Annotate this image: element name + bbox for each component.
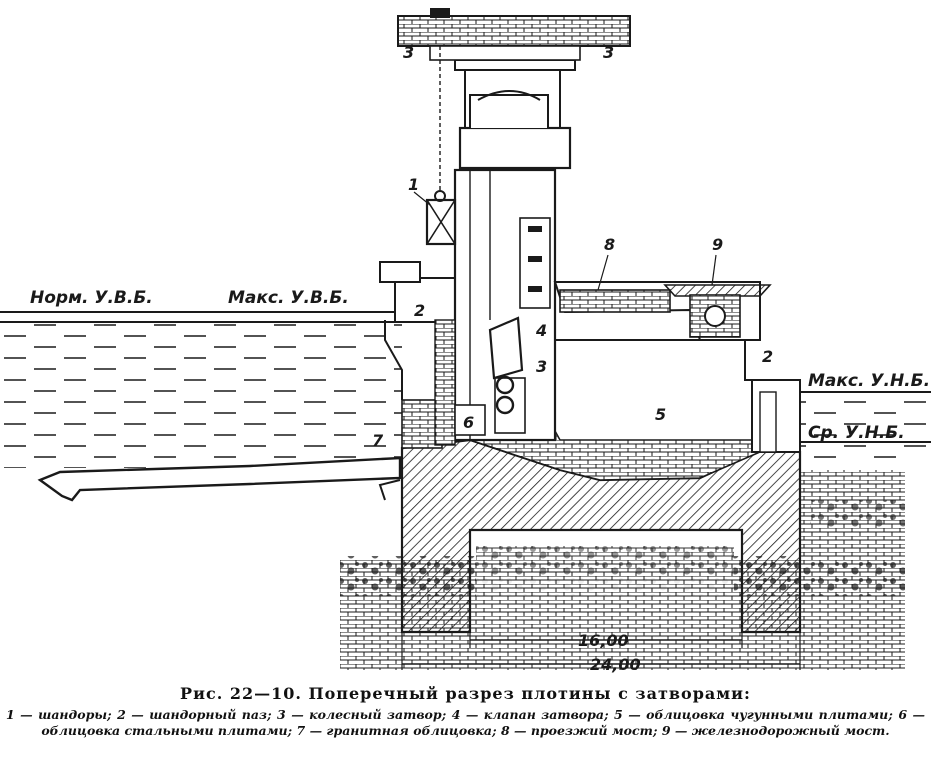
callout-3-left: 3 xyxy=(403,43,414,62)
callout-1: 1 xyxy=(408,175,419,194)
callout-2-downstream: 2 xyxy=(762,347,773,366)
callout-6: 6 xyxy=(463,413,474,432)
callout-7: 7 xyxy=(372,431,384,450)
label-downstream-max-level: Макс. У.Н.Б. xyxy=(808,371,930,391)
caption-legend: 1 — шандоры; 2 — шандорный паз; 3 — коле… xyxy=(6,707,925,738)
dimension-outer-label: 24,00 xyxy=(590,655,641,674)
bridge-deck xyxy=(553,281,772,341)
downstream-water xyxy=(800,391,931,465)
dam-cross-section-drawing: Норм. У.В.Б. Макс. У.В.Б. Макс. У.Н.Б. С… xyxy=(0,8,931,674)
upstream-water xyxy=(0,311,402,468)
figure-caption: Рис. 22—10. Поперечный разрез плотины с … xyxy=(0,684,931,739)
dimension-inner-label: 16,00 xyxy=(578,631,629,650)
callout-9: 9 xyxy=(712,235,723,254)
wheel-gate-assembly xyxy=(434,316,526,446)
label-downstream-avg-level: Ср. У.Н.Б. xyxy=(808,423,905,443)
caption-title: Рис. 22—10. Поперечный разрез плотины с … xyxy=(180,684,751,703)
label-upstream-max-level: Макс. У.В.Б. xyxy=(228,288,349,308)
upstream-apron xyxy=(37,456,402,502)
callout-4: 4 xyxy=(535,321,547,340)
callout-3-gate: 3 xyxy=(536,357,547,376)
callout-2-upstream: 2 xyxy=(414,301,425,320)
callout-3-right: 3 xyxy=(603,43,614,62)
callout-5: 5 xyxy=(655,405,666,424)
gate-tower xyxy=(397,8,631,442)
label-upstream-normal-level: Норм. У.В.Б. xyxy=(30,288,153,308)
callout-8: 8 xyxy=(604,235,615,254)
dam-body-concrete xyxy=(400,438,802,634)
dimension-lines xyxy=(401,632,801,670)
downstream-wall xyxy=(555,339,801,453)
